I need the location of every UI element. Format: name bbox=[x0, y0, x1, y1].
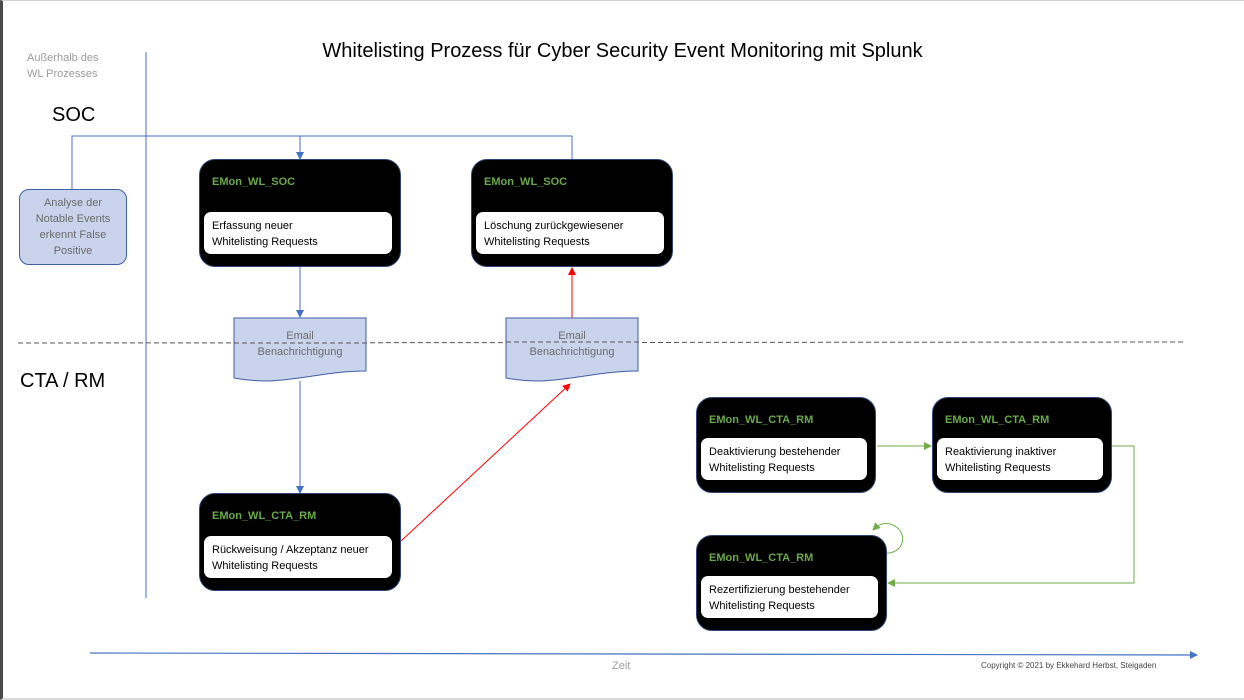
analyse-line: Positive bbox=[53, 245, 93, 257]
node-body: Reaktivierung inaktiver Whitelisting Req… bbox=[937, 438, 1103, 480]
outside-label-line: WL Prozesses bbox=[27, 68, 98, 80]
node-title: EMon_WL_CTA_RM bbox=[212, 510, 317, 522]
analyse-line: erkennt False bbox=[39, 229, 107, 241]
node-cta-rezertifizierung[interactable]: EMon_WL_CTA_RM Rezertifizierung bestehen… bbox=[696, 535, 887, 631]
node-line: Deaktivierung bestehender bbox=[709, 446, 841, 458]
flow-rezertifizierung-self-loop bbox=[872, 522, 904, 554]
email-doc-line: Benachrichtigung bbox=[529, 346, 615, 358]
analyse-line: Analyse der bbox=[43, 197, 103, 209]
node-body: Rezertifizierung bestehender Whitelistin… bbox=[701, 576, 878, 618]
flow-analyse-to-soc bbox=[71, 135, 573, 189]
time-axis bbox=[89, 650, 1198, 659]
node-soc-erfassung[interactable]: EMon_WL_SOC Erfassung neuer Whitelisting… bbox=[199, 159, 401, 267]
node-line: Whitelisting Requests bbox=[945, 462, 1051, 474]
node-line: Whitelisting Requests bbox=[212, 236, 318, 248]
email-doc-line: Email bbox=[286, 330, 314, 342]
node-title: EMon_WL_CTA_RM bbox=[709, 552, 814, 564]
node-line: Reaktivierung inaktiver bbox=[945, 446, 1057, 458]
node-title: EMon_WL_SOC bbox=[484, 176, 568, 188]
lane-label-soc: SOC bbox=[52, 104, 96, 126]
node-cta-reaktivierung[interactable]: EMon_WL_CTA_RM Reaktivierung inaktiver W… bbox=[932, 397, 1112, 493]
outside-label-line: Außerhalb des bbox=[27, 52, 99, 64]
copyright-notice: Copyright © 2021 by Ekkehard Herbst, Ste… bbox=[981, 661, 1157, 670]
node-body: Löschung zurückgewiesener Whitelisting R… bbox=[476, 212, 664, 254]
email-doc-1[interactable]: Email Benachrichtigung bbox=[233, 328, 367, 360]
node-line: Rückweisung / Akzeptanz neuer bbox=[212, 544, 369, 556]
outside-process-label: Außerhalb des WL Prozesses bbox=[27, 50, 137, 82]
node-body: Erfassung neuer Whitelisting Requests bbox=[204, 212, 392, 254]
node-cta-deaktivierung[interactable]: EMon_WL_CTA_RM Deaktivierung bestehender… bbox=[696, 397, 876, 493]
flow-reaktivierung-to-rezertifizierung bbox=[887, 445, 1135, 587]
analyse-line: Notable Events bbox=[35, 213, 111, 225]
node-body: Rückweisung / Akzeptanz neuer Whitelisti… bbox=[204, 536, 392, 578]
email-doc-2[interactable]: Email Benachrichtigung bbox=[505, 328, 639, 360]
node-body: Deaktivierung bestehender Whitelisting R… bbox=[701, 438, 867, 480]
node-title: EMon_WL_SOC bbox=[212, 176, 296, 188]
email-doc-shape-1 bbox=[233, 317, 367, 382]
diagram-title: Whitelisting Prozess für Cyber Security … bbox=[322, 40, 923, 62]
node-title: EMon_WL_CTA_RM bbox=[709, 414, 814, 426]
time-axis-label: Zeit bbox=[612, 660, 631, 672]
node-cta-rueckweisung[interactable]: EMon_WL_CTA_RM Rückweisung / Akzeptanz n… bbox=[199, 493, 401, 591]
node-soc-loeschung[interactable]: EMon_WL_SOC Löschung zurückgewiesener Wh… bbox=[471, 159, 673, 267]
email-doc-line: Email bbox=[558, 330, 586, 342]
email-doc-shape-2 bbox=[505, 317, 639, 382]
node-line: Whitelisting Requests bbox=[484, 236, 590, 248]
flow-rueckweisung-to-email bbox=[400, 383, 571, 542]
node-title: EMon_WL_CTA_RM bbox=[945, 414, 1050, 426]
node-line: Erfassung neuer bbox=[212, 220, 293, 232]
node-line: Rezertifizierung bestehender bbox=[709, 584, 850, 596]
lane-label-cta-rm: CTA / RM bbox=[20, 370, 106, 392]
node-line: Whitelisting Requests bbox=[709, 600, 815, 612]
analyse-notable-events-box[interactable]: Analyse der Notable Events erkennt False… bbox=[19, 189, 127, 265]
email-doc-line: Benachrichtigung bbox=[257, 346, 343, 358]
node-line: Löschung zurückgewiesener bbox=[484, 220, 624, 232]
node-line: Whitelisting Requests bbox=[212, 560, 318, 572]
node-line: Whitelisting Requests bbox=[709, 462, 815, 474]
